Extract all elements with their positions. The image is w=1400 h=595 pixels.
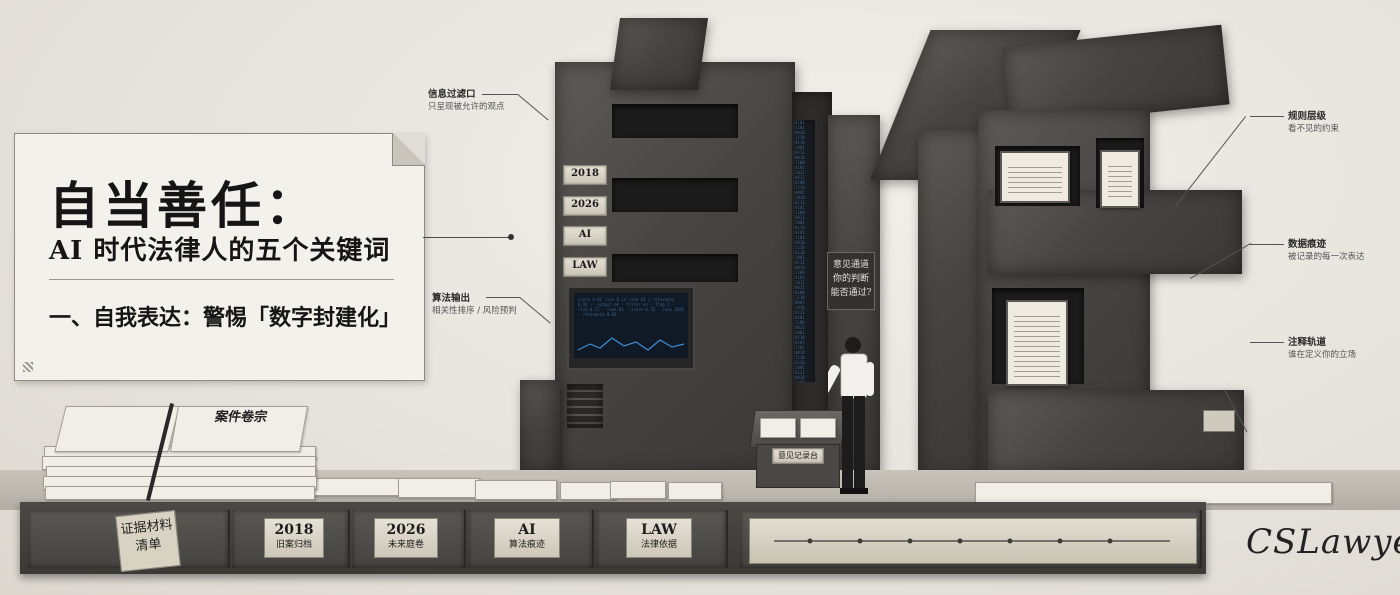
leader-line	[517, 94, 549, 121]
case-file-stack: 案件卷宗	[40, 402, 320, 502]
callout-desc: 看不见的约束	[1288, 124, 1340, 134]
base-label-year: LAW	[641, 522, 677, 538]
base-label-year: 2018	[274, 522, 314, 538]
title-card: 自当善任： AI 时代法律人的五个关键词 一、自我表达：警惕「数字封建化」	[14, 133, 425, 381]
corner-mark	[23, 362, 33, 372]
floor-paper	[560, 482, 616, 500]
vent-grille	[567, 384, 603, 428]
leader-line	[1250, 116, 1284, 117]
side-plate: LAW	[563, 257, 607, 277]
window-slot	[612, 104, 738, 138]
screen-wave	[577, 337, 685, 351]
base-label-sub: 未来庭卷	[387, 540, 424, 550]
monitor-screen: score 0.82 risk 0.14 rank 03 | relevance…	[574, 293, 688, 358]
signature-logo: CSLawyer	[1246, 522, 1400, 562]
callout-title: 注释轨道	[1288, 337, 1327, 348]
base-label-sub: 旧案归档	[275, 540, 312, 550]
section-title: 一、自我表达：警惕「数字封建化」	[49, 305, 402, 331]
question-line: 你的判断	[832, 274, 869, 284]
question-panel: 意见通道 你的判断 能否通过?	[827, 252, 875, 310]
side-plate: 2026	[563, 196, 607, 216]
binder-stack	[1100, 150, 1140, 208]
callout-algorithm-output: 算法输出 相关性排序 / 风险预判	[432, 292, 517, 318]
side-plate: AI	[563, 226, 607, 246]
record-desk-body	[756, 444, 840, 488]
callout-rule-hierarchy: 规则层级 看不见的约束	[1288, 110, 1339, 136]
sculpture-ren-bottom	[988, 390, 1244, 474]
floor-paper	[312, 478, 402, 496]
base-label-law: LAW 法律依据	[626, 518, 692, 558]
desk-paper	[800, 418, 836, 438]
callout-desc: 只呈现被允许的观点	[428, 102, 505, 112]
small-plaque	[1203, 410, 1235, 432]
sculpture-zi-top-stroke	[609, 18, 709, 90]
sub-title: AI 时代法律人的五个关键词	[49, 236, 391, 266]
callout-data-trace: 数据痕迹 被记录的每一次表达	[1288, 238, 1365, 264]
window-slot	[612, 178, 738, 212]
callout-title: 规则层级	[1288, 111, 1327, 122]
data-column: 0101 1101 0010 1110 0110 1001 0111 0010 …	[795, 120, 815, 382]
leader-line	[1250, 244, 1284, 245]
leader-line	[482, 94, 518, 95]
callout-desc: 相关性排序 / 风险预判	[432, 306, 517, 316]
side-plate: 2018	[563, 165, 607, 185]
question-line: 能否通过?	[830, 288, 872, 298]
floor-paper	[398, 478, 480, 498]
floor-paper-row	[975, 482, 1332, 504]
floor-paper	[475, 480, 557, 500]
base-label-ai: AI 算法痕迹	[494, 518, 560, 558]
floor-paper	[610, 481, 666, 499]
main-title: 自当善任：	[49, 176, 319, 235]
callout-annotation-track: 注释轨道 谁在定义你的立场	[1288, 336, 1356, 362]
base-label-sub: 法律依据	[640, 540, 677, 550]
leader-line	[486, 297, 520, 298]
desk-label: 意见记录台	[772, 448, 824, 464]
timeline-line	[774, 538, 1170, 544]
clipboard-document	[1006, 300, 1068, 386]
algorithm-monitor: score 0.82 risk 0.14 rank 03 | relevance…	[567, 286, 695, 370]
leader-line	[1250, 342, 1284, 343]
floor-paper	[668, 482, 722, 500]
screen-code: score 0.82 risk 0.14 rank 03 | relevance…	[578, 297, 684, 317]
callout-info-filter: 信息过滤口 只呈现被允许的观点	[428, 88, 505, 114]
leader-line	[519, 297, 551, 324]
desk-paper	[760, 418, 796, 438]
sculpture-ren-post	[918, 130, 988, 476]
divider	[49, 279, 394, 280]
callout-desc: 谁在定义你的立场	[1288, 350, 1357, 360]
evidence-list-tag: 证据材料 清单	[115, 510, 181, 572]
standing-person	[828, 337, 874, 494]
paper-sheet	[45, 486, 315, 500]
clipboard-document	[1000, 151, 1070, 203]
card-pointer-line	[423, 237, 511, 238]
base-label-year: AI	[518, 522, 536, 538]
base-label-sub: 算法痕迹	[508, 540, 545, 550]
page-fold	[392, 133, 425, 166]
callout-title: 算法输出	[432, 293, 471, 304]
window-slot	[612, 254, 738, 282]
base-label-2026: 2026 未来庭卷	[374, 518, 438, 558]
base-label-year: 2026	[386, 522, 426, 538]
callout-title: 数据痕迹	[1288, 239, 1327, 250]
card-pointer-dot	[508, 234, 514, 240]
base-label-2018: 2018 旧案归档	[264, 518, 324, 558]
sculpture-zi-foot	[520, 380, 560, 474]
callout-desc: 被记录的每一次表达	[1288, 252, 1365, 262]
top-document-case-file: 案件卷宗	[169, 406, 309, 452]
question-line: 意见通道	[832, 260, 869, 270]
timeline-track	[749, 518, 1197, 564]
callout-title: 信息过滤口	[428, 89, 476, 100]
